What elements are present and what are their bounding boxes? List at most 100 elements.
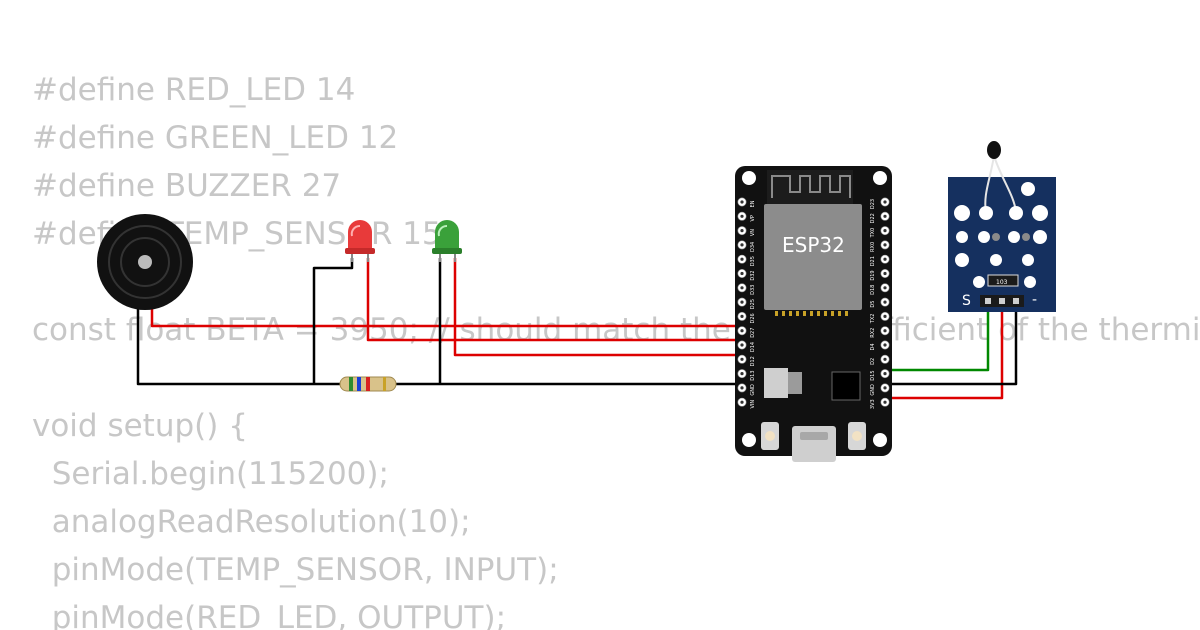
resistor-band-2 (357, 377, 361, 391)
pin-label-right-3v3: 3V3 (870, 399, 876, 409)
mount-hole-bottom-right (873, 433, 887, 447)
module-castellations (775, 311, 848, 316)
code-background: #define RED_LED 14 #define GREEN_LED 12 … (32, 72, 1200, 630)
usb-connector[interactable] (792, 426, 836, 462)
wires (136, 258, 1018, 400)
pin-label-left-d27: D27 (750, 328, 756, 338)
pin-label-left-vin: VIN (750, 400, 756, 409)
sensor-pin-vcc[interactable] (999, 298, 1005, 304)
usb-port (800, 432, 828, 440)
pin-label-left-d25: D25 (750, 299, 756, 309)
buzzer-center (138, 255, 152, 269)
pin-hole-center (883, 271, 887, 276)
pin-hole-center (883, 229, 887, 233)
mount-hole-top-right (873, 171, 887, 185)
ntc-sensor-module[interactable]: 103 S - (948, 141, 1056, 312)
code-line-1: #define RED_LED 14 (32, 72, 355, 108)
pin-label-left-d33: D33 (750, 285, 756, 295)
pin-hole-center (740, 200, 744, 204)
wire-sensor-vcc[interactable] (882, 308, 1004, 400)
pin-label-right-d22: D22 (870, 213, 876, 223)
wire-buzzer-ground[interactable] (136, 282, 742, 386)
wire-green-led-anode[interactable] (453, 258, 742, 357)
sensor-pcb (948, 177, 1056, 312)
wire-sensor-signal[interactable] (882, 308, 990, 372)
code-line-10: analogReadResolution(10); (32, 504, 471, 540)
pin-hole-center (883, 257, 887, 261)
pin-label-right-d23: D23 (870, 199, 876, 209)
pin-label-left-d35: D35 (750, 256, 756, 266)
sensor-pads (954, 182, 1048, 288)
sensor-signal-label: S (962, 293, 971, 309)
pin-hole-center (740, 243, 744, 247)
pin-hole-center (883, 200, 887, 204)
pin-hole-center (883, 300, 887, 304)
buzzer-ring-outer (108, 225, 182, 299)
reset-button-cap (852, 431, 862, 441)
mount-hole-bottom-left (742, 433, 756, 447)
code-line-11: pinMode(TEMP_SENSOR, INPUT); (32, 552, 559, 588)
pin-hole-center (883, 214, 887, 218)
smd-resistor (987, 274, 1019, 287)
pin-hole-center (740, 343, 744, 347)
wire-red-led-anode[interactable] (366, 258, 742, 342)
pin-label-left-vp: VP (750, 215, 756, 221)
pin-hole-center (883, 243, 887, 247)
resistor[interactable] (339, 376, 397, 392)
wire-red-led-cathode[interactable] (312, 258, 354, 384)
buzzer[interactable] (97, 214, 193, 310)
sensor-vias (992, 233, 1030, 241)
esp32-module-shield (764, 204, 862, 310)
resistor-band-1 (349, 377, 353, 391)
pin-hole-center (883, 386, 887, 390)
usb-uart-chip (831, 371, 861, 401)
esp32-board[interactable]: ESP32 ENVPVND34D35D32D33D25D26D27D14D12D… (735, 166, 892, 462)
sensor-pin-ground[interactable] (1013, 298, 1019, 304)
pin-label-right-d4: D4 (870, 343, 876, 350)
pin-hole-center (740, 386, 744, 390)
pin-label-left-d13: D13 (750, 370, 756, 380)
pin-hole-center (740, 229, 744, 233)
code-line-2: #define GREEN_LED 12 (32, 120, 398, 156)
code-line-4: #define TEMP_SENSOR 15 (32, 216, 442, 252)
code-line-6: const float BETA = 3950; // should match… (32, 312, 1200, 348)
pin-label-right-d5: D5 (870, 301, 876, 308)
pin-label-left-d34: D34 (750, 242, 756, 252)
buzzer-ring-inner (120, 237, 170, 287)
pin-hole-center (740, 314, 744, 318)
boot-button-cap (765, 431, 775, 441)
mount-hole-top-left (742, 171, 756, 185)
pin-label-right-gnd: GND (870, 384, 876, 396)
pin-hole-center (883, 286, 887, 290)
pin-label-right-d19: D19 (870, 270, 876, 280)
pin-label-right-tx2: TX2 (870, 314, 876, 325)
wire-sensor-ground[interactable] (882, 308, 1018, 386)
pin-label-left-d32: D32 (750, 270, 756, 280)
pin-label-left-gnd: GND (750, 384, 756, 396)
left-pin-header: ENVPVND34D35D32D33D25D26D27D14D12D13GNDV… (737, 197, 756, 409)
pin-label-right-tx0: TX0 (870, 228, 876, 239)
pin-hole-center (883, 314, 887, 318)
pin-hole-center (740, 271, 744, 276)
led-green[interactable] (432, 220, 462, 262)
voltage-regulator (764, 368, 788, 398)
smd-resistor-code: 103 (996, 279, 1008, 286)
led-red[interactable] (345, 220, 375, 262)
pin-label-right-d2: D2 (870, 358, 876, 365)
pin-label-left-vn: VN (750, 229, 756, 236)
led-green-rim (432, 248, 462, 254)
pin-hole-center (883, 329, 887, 333)
pin-label-right-d15: D15 (870, 370, 876, 380)
resistor-band-tolerance (383, 377, 386, 391)
code-line-12: pinMode(RED_LED, OUTPUT); (32, 600, 506, 630)
pin-hole-center (883, 357, 887, 361)
pin-label-left-en: EN (750, 200, 756, 207)
sensor-pin-signal[interactable] (985, 298, 991, 304)
pin-hole-center (740, 357, 744, 361)
led-red-shine (350, 225, 361, 237)
led-green-shine (437, 225, 448, 237)
pin-hole-center (740, 300, 744, 304)
resistor-band-3 (366, 377, 370, 391)
right-pin-header: D23D22TX0RX0D21D19D18D5TX2RX2D4D2D15GND3… (870, 197, 890, 409)
